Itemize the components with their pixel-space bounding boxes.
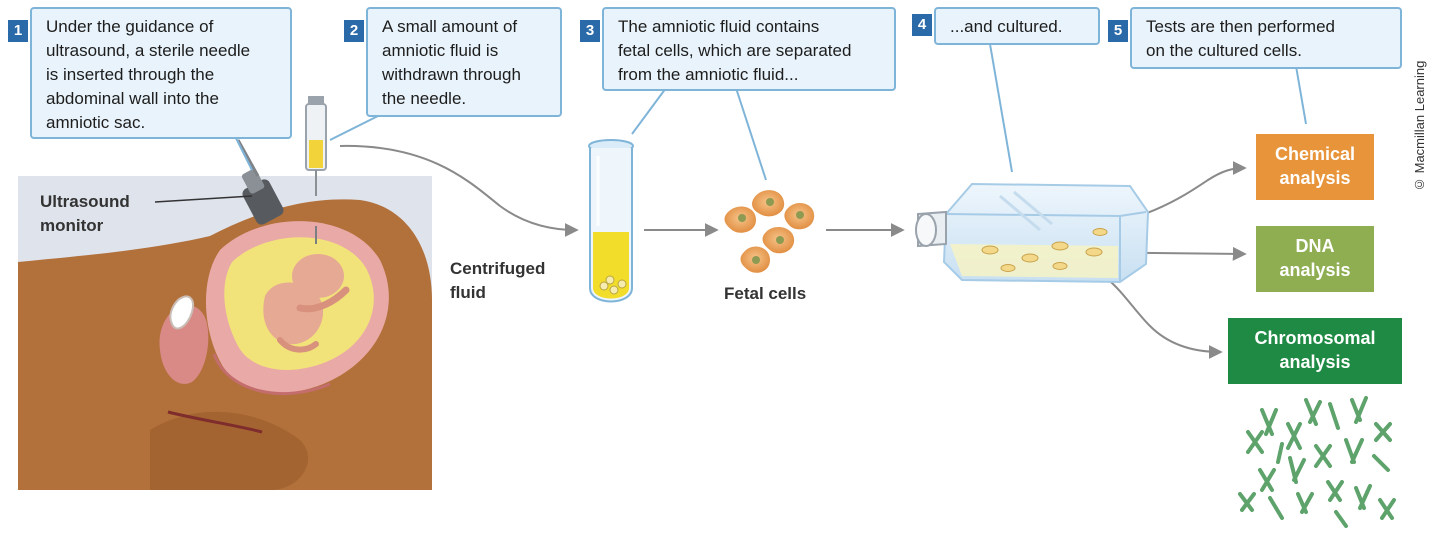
- pubic-bone: [169, 295, 194, 330]
- arrow-syringe-to-tube: [339, 144, 579, 237]
- thigh-shadow: [150, 411, 309, 490]
- step-1-text-line: is inserted through the: [46, 65, 215, 84]
- cultured-cell: [1092, 228, 1108, 236]
- fetal-cells-label: Fetal cells: [724, 284, 807, 303]
- step-1-callout: Under the guidance of ultrasound, a ster…: [30, 7, 292, 139]
- cultured-cell: [1000, 264, 1016, 272]
- step-2-text-line: A small amount of: [382, 17, 518, 36]
- uterine-wall: [212, 353, 331, 396]
- fetal-cell: [784, 203, 815, 230]
- step-1-text-line: Under the guidance of: [46, 17, 214, 36]
- step-4-callout: ...and cultured.: [934, 7, 1100, 45]
- step-3-number-badge: 3: [580, 20, 600, 42]
- step-5-number-badge: 5: [1108, 20, 1128, 42]
- ultrasound-probe-icon: [236, 139, 284, 225]
- fetus: [263, 254, 350, 353]
- cultured-cell: [1085, 247, 1103, 257]
- dna-analysis-label-line: DNA: [1295, 236, 1335, 256]
- cultured-cell: [1051, 241, 1069, 251]
- ultrasound-monitor-label-line: Ultrasound: [40, 192, 130, 211]
- step-5-text-line: on the cultured cells.: [1146, 41, 1302, 60]
- step-4-number-badge: 4: [912, 14, 932, 36]
- step-2-callout: A small amount of amniotic fluid is with…: [366, 7, 562, 117]
- ultrasound-leader-line: [154, 195, 253, 203]
- callout-pointer-3a: [631, 87, 667, 135]
- step-5-text-line: Tests are then performed: [1146, 17, 1335, 36]
- step-3-text-line: The amniotic fluid contains: [618, 17, 820, 36]
- callout-pointer-5: [1295, 65, 1307, 125]
- chromosomal-analysis-label-line: analysis: [1279, 352, 1351, 372]
- dna-analysis-label-line: analysis: [1279, 260, 1351, 280]
- ultrasound-monitor-label-line: monitor: [40, 216, 104, 235]
- step-5-callout: Tests are then performed on the cultured…: [1130, 7, 1402, 69]
- step-1-number-badge: 1: [8, 20, 28, 42]
- fetal-cell: [752, 190, 785, 217]
- callout-pointer-2: [329, 115, 379, 141]
- chromosomal-analysis-label-line: Chromosomal: [1254, 328, 1376, 348]
- callout-pointer-3b: [735, 87, 767, 181]
- fetal-cells-icon: [724, 190, 815, 273]
- chemical-analysis-box: Chemical analysis: [1256, 134, 1374, 200]
- cultured-cell: [981, 245, 999, 255]
- chromosome-spread: [1238, 396, 1396, 528]
- chromosomal-analysis-box: Chromosomal analysis: [1228, 318, 1402, 384]
- step-4-text-line: ...and cultured.: [950, 17, 1063, 36]
- callout-pointer-1: [235, 137, 253, 171]
- step-2-text-line: withdrawn through: [382, 65, 521, 84]
- step-3-text-line: fetal cells, which are separated: [618, 41, 852, 60]
- step-2-text-line: amniotic fluid is: [382, 41, 499, 60]
- syringe-icon: [305, 96, 327, 196]
- patient-illustration: [18, 96, 432, 490]
- centrifuged-fluid-label: Centrifuged fluid: [450, 257, 545, 305]
- step-1-text-line: amniotic sac.: [46, 113, 146, 132]
- fetal-cell: [740, 246, 770, 273]
- vaginal-canal: [167, 410, 263, 434]
- cultured-cell: [1052, 262, 1068, 270]
- step-1-text-line: ultrasound, a sterile needle: [46, 41, 251, 60]
- copyright-credit: © Macmillan Learning: [1412, 60, 1427, 192]
- centrifuge-tube-icon: [588, 139, 634, 303]
- step-2-number-badge: 2: [344, 20, 364, 42]
- centrifuged-fluid-label-line: Centrifuged: [450, 259, 546, 278]
- fetal-cell: [762, 227, 795, 254]
- chemical-analysis-label-line: Chemical: [1274, 144, 1356, 164]
- step-1-text-line: abdominal wall into the: [46, 89, 219, 108]
- chemical-analysis-label-line: analysis: [1279, 168, 1351, 188]
- ultrasound-monitor-label: Ultrasound monitor: [40, 190, 130, 238]
- dna-analysis-box: DNA analysis: [1256, 226, 1374, 292]
- step-2-text-line: the needle.: [382, 89, 467, 108]
- step-3-callout: The amniotic fluid contains fetal cells,…: [602, 7, 896, 91]
- step-3-text-line: from the amniotic fluid...: [618, 65, 799, 84]
- callout-pointer-4: [989, 43, 1013, 173]
- culture-flask-icon: [915, 182, 1150, 284]
- cultured-cell: [1021, 253, 1039, 263]
- fetal-cell: [724, 206, 756, 233]
- centrifuged-fluid-label-line: fluid: [450, 283, 486, 302]
